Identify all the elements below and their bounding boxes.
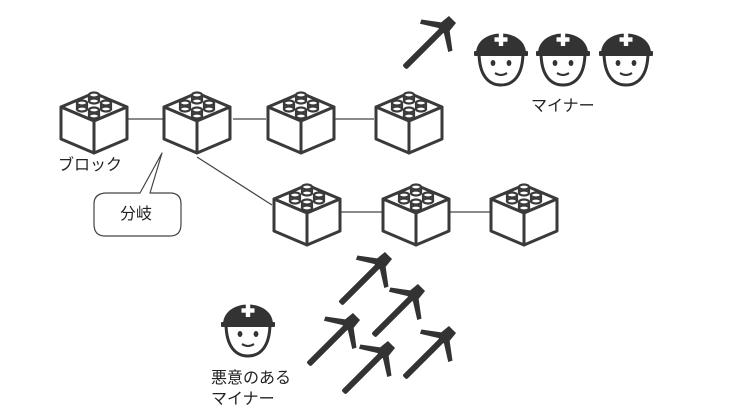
block-icon <box>162 91 232 155</box>
block-icon <box>266 91 336 155</box>
pickaxe-icon <box>292 300 373 381</box>
pickaxe-icon <box>388 313 469 394</box>
block-icon <box>489 183 559 247</box>
helmet-miner-icon <box>534 31 592 87</box>
fork-label: 分岐 <box>120 204 153 223</box>
block-icon <box>374 91 444 155</box>
pickaxe-icon <box>357 271 438 352</box>
fork-speech-bubble <box>93 152 182 237</box>
block-icon <box>381 183 451 247</box>
malicious-miner-label-line2: マイナー <box>211 389 275 408</box>
block-label: ブロック <box>58 155 123 174</box>
malicious-miner-icon <box>219 302 277 358</box>
pickaxe-icon <box>327 328 408 409</box>
miners-label: マイナー <box>531 96 595 115</box>
helmet-miner-icon <box>597 31 655 87</box>
fork-link <box>196 156 273 206</box>
pickaxe-icon <box>324 239 405 320</box>
malicious-miner-label-line1: 悪意のある <box>211 368 292 387</box>
block-icon <box>272 183 342 247</box>
pickaxe-icon <box>388 3 469 84</box>
block-icon <box>59 91 129 155</box>
malicious-miner-label: 悪意のある マイナー <box>211 367 291 409</box>
helmet-miner-icon <box>472 31 530 87</box>
